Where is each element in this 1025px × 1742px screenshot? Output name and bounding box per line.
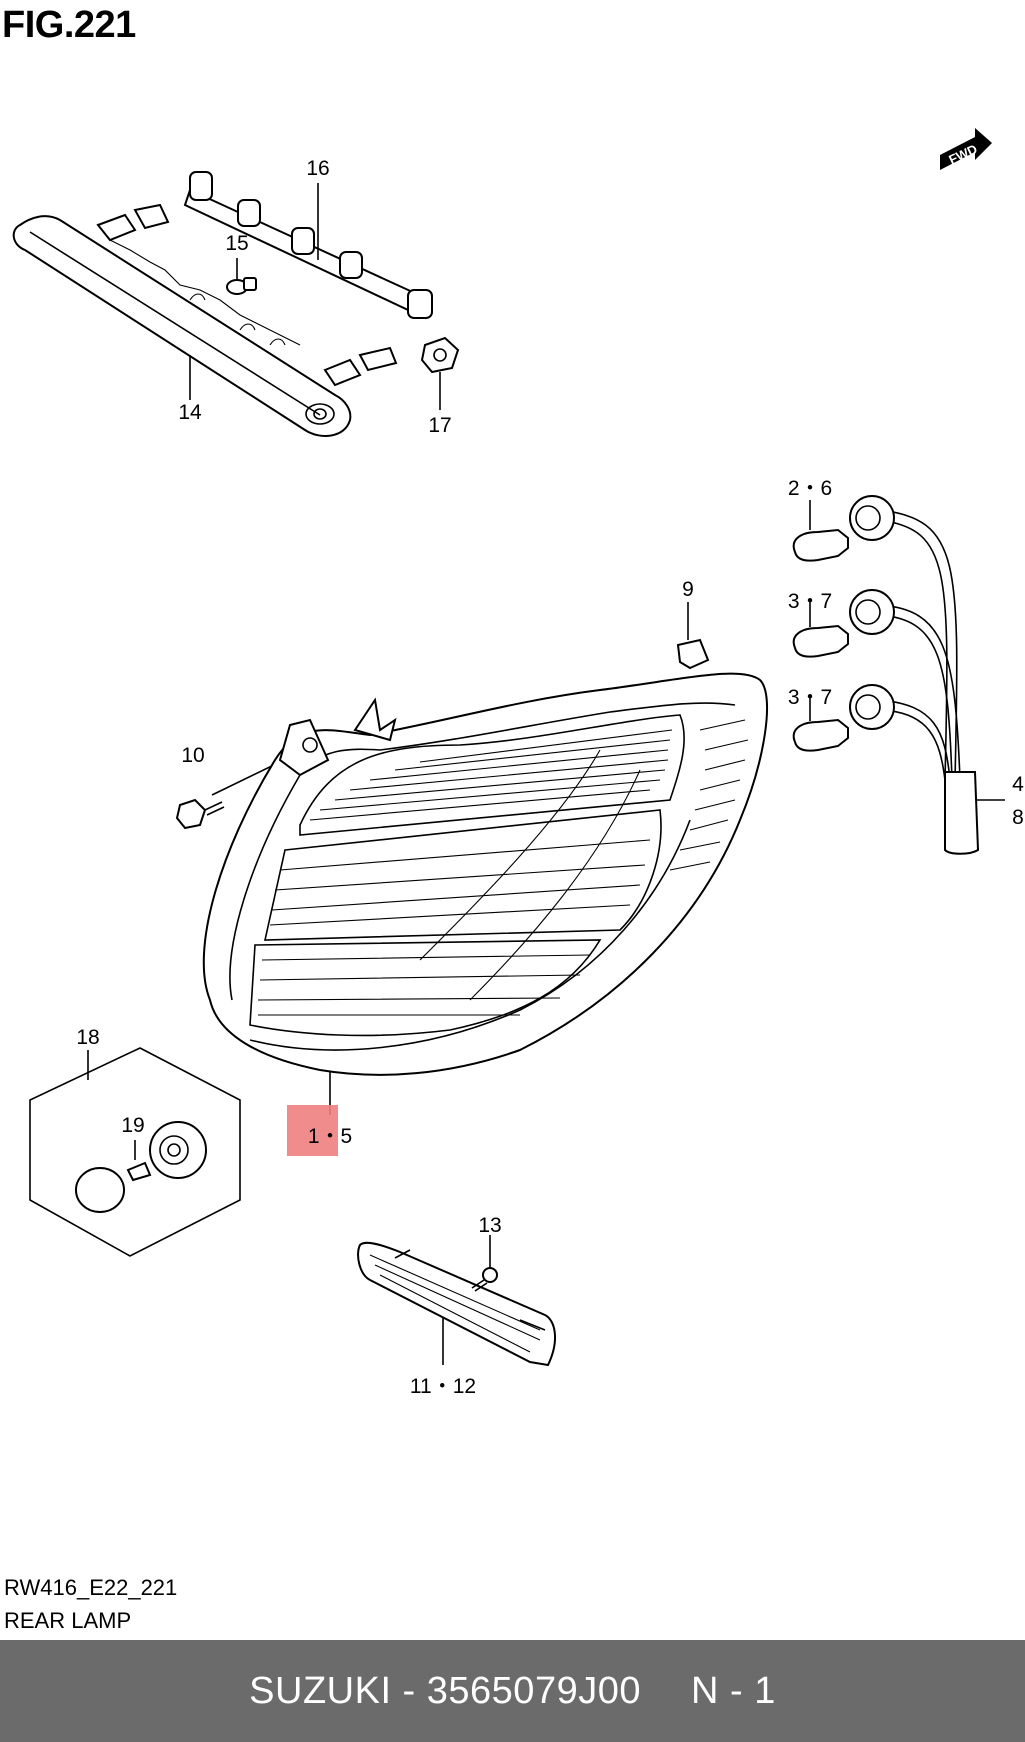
callout-15: 15 [225,232,249,255]
fwd-arrow-icon: FWD [940,128,992,170]
part-number: SUZUKI - 3565079J00 [249,1670,641,1712]
callout-8: 8 [1012,806,1024,829]
clip-9 [676,638,710,670]
quantity: N - 1 [690,1670,776,1712]
callout-1-5: 1・5 [307,1125,353,1148]
leader-lines [87,183,1005,1365]
fwd-badge-text: FWD [946,141,979,167]
bulb-3-7-upper [792,600,849,658]
callout-9: 9 [682,578,694,601]
rear-combination-lamp [202,672,769,1076]
wiring-harness-16 [183,171,433,320]
figure-subtitle: REAR LAMP [4,1608,132,1633]
figure-code: RW416_E22_221 [4,1575,178,1600]
bulb-15 [226,277,257,295]
footer-text: SUZUKI - 3565079J00 N - 1 [0,1670,1025,1713]
callout-2-6: 2・6 [787,477,833,500]
callout-11-12: 11・12 [409,1375,477,1398]
callout-13: 13 [478,1214,502,1237]
side-reflector [357,1241,556,1367]
callout-4: 4 [1012,773,1024,796]
footer-bar: SUZUKI - 3565079J00 N - 1 [0,1640,1025,1742]
callout-16: 16 [306,157,330,180]
callout-14: 14 [178,401,202,424]
socket-harness [849,495,980,855]
bulb-2-6 [792,500,849,562]
clip-17 [420,336,460,374]
callout-17: 17 [428,414,452,437]
license-lamp-group [29,1047,241,1257]
bulb-3-7-lower [792,695,849,752]
figure-title: FIG.221 [2,4,136,46]
high-mount-stop-lamp [12,203,398,437]
callout-10: 10 [181,744,205,767]
callout-3-7-upper: 3・7 [787,590,833,613]
screw-13 [471,1267,498,1292]
callout-3-7-lower: 3・7 [787,686,833,709]
screw-10 [175,798,225,830]
highlighted-part-marker [287,1105,338,1156]
callout-19: 19 [121,1114,145,1137]
callout-18: 18 [76,1026,100,1049]
